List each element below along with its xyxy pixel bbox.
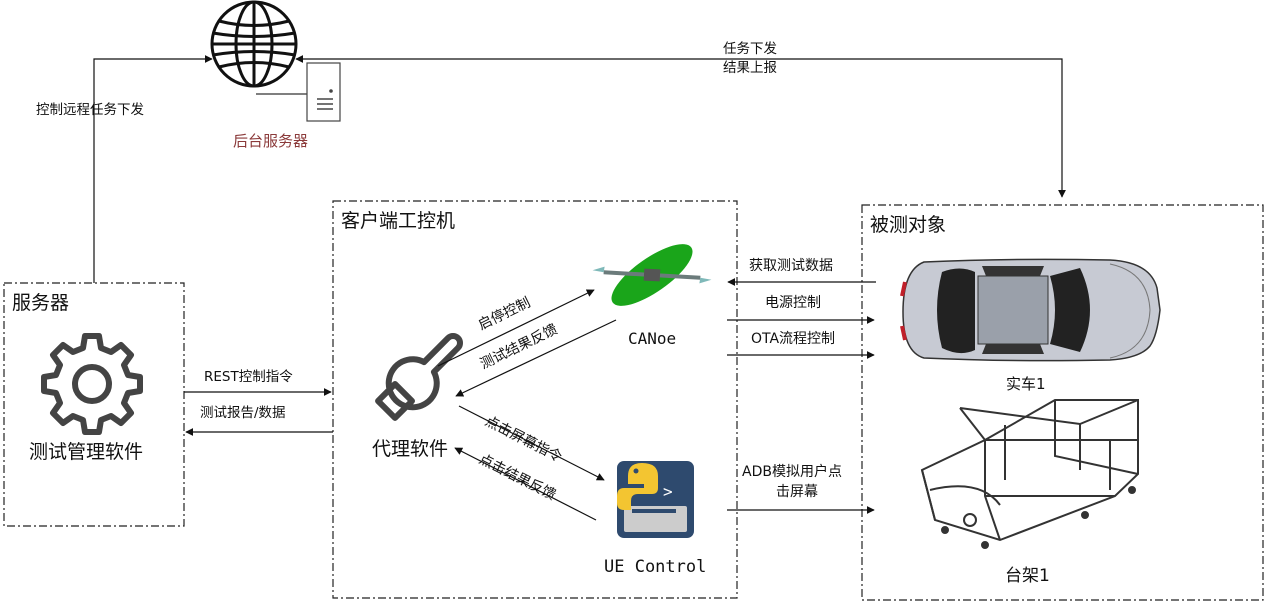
server-box (3, 282, 185, 527)
click-cmd-arrow (458, 405, 605, 481)
target-box (861, 204, 1264, 601)
rig-icon (920, 399, 1139, 549)
target-box-title: 被测对象 (870, 214, 946, 236)
backend-server-label: 后台服务器 (233, 132, 308, 150)
start-stop-label: 启停控制 (475, 294, 533, 334)
dispatch-label-1: 任务下发 (723, 41, 777, 57)
test-mgmt-software-label: 测试管理软件 (29, 441, 143, 463)
car-icon (900, 258, 1161, 362)
remote-task-label: 控制远程任务下发 (36, 102, 144, 118)
ota-label: OTA流程控制 (751, 331, 835, 347)
server-box-title: 服务器 (12, 292, 69, 314)
report-label: 测试报告/数据 (200, 405, 286, 421)
canoe-icon (592, 244, 712, 306)
adb-label-2: 击屏幕 (776, 484, 818, 500)
start-stop-arrow (437, 289, 595, 367)
ue-control-label: UE Control (604, 557, 706, 577)
remote-task-link (93, 55, 213, 283)
canoe-label: CANoe (628, 329, 676, 348)
power-label: 电源控制 (765, 295, 821, 311)
test-feedback-arrow (455, 319, 617, 397)
rest-label: REST控制指令 (204, 369, 293, 385)
client-box-title: 客户端工控机 (341, 210, 455, 232)
python-icon: > (617, 461, 694, 538)
car-label: 实车1 (1006, 375, 1046, 393)
client-box (332, 200, 738, 599)
adb-label-1: ADB模拟用户点 (742, 463, 842, 480)
get-data-label: 获取测试数据 (749, 258, 833, 274)
gear-icon (41, 333, 143, 435)
svg-text:>: > (663, 482, 673, 501)
rig-label: 台架1 (1005, 566, 1050, 586)
proxy-software-label: 代理软件 (372, 438, 448, 460)
wrench-icon (375, 333, 463, 421)
click-feedback-arrow (454, 447, 597, 521)
dispatch-label-2: 结果上报 (723, 60, 777, 76)
dispatch-link (295, 55, 1066, 198)
globe-icon (210, 0, 298, 88)
